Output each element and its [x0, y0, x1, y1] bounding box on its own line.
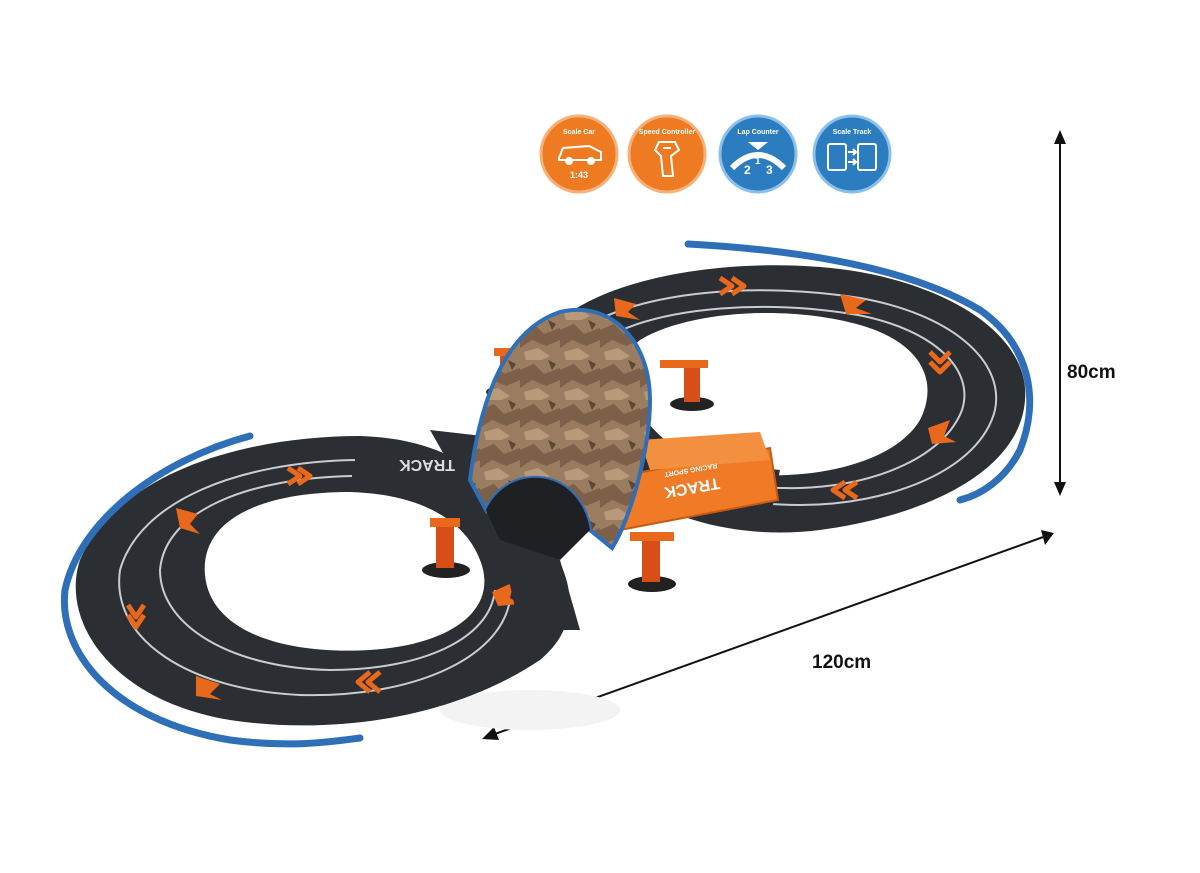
left-loop-lane-2: [158, 475, 496, 672]
lap-counter-badge: Lap Counter 2 3 1: [718, 114, 798, 194]
height-dimension-arrow: [1054, 130, 1066, 496]
cone-markers: [176, 294, 956, 700]
chevron-marker: [125, 603, 147, 630]
cone-marker: [614, 298, 640, 320]
scale-track-badge: Scale Track: [812, 114, 892, 194]
support-pillar: [422, 518, 470, 578]
lap-counter-icon: 2 3 1: [729, 142, 787, 177]
lap-counter-label: Lap Counter: [737, 129, 778, 136]
chevron-marker: [718, 275, 747, 297]
scale-car-value: 1:43: [570, 170, 588, 180]
car-icon: [558, 144, 602, 165]
chevron-marker: [928, 350, 952, 375]
feature-badges: Scale Car 1:43 Speed Controller Lap Coun…: [539, 114, 892, 194]
cone-marker: [176, 508, 200, 534]
cone-marker: [840, 294, 872, 314]
speed-controller-badge: Speed Controller: [627, 114, 707, 194]
figure-eight-track: TRACK TRACK RACING SPORT: [60, 240, 1034, 748]
controller-icon: [653, 141, 681, 177]
support-pillar: [628, 532, 676, 592]
chevron-marker: [830, 479, 859, 501]
support-pillar: [660, 360, 714, 411]
cone-marker: [928, 420, 956, 444]
svg-text:3: 3: [766, 163, 773, 177]
left-loop: [75, 436, 570, 726]
left-guard-rail: [60, 432, 364, 748]
svg-text:1: 1: [755, 156, 761, 167]
chevron-marker: [286, 465, 313, 487]
orange-bridge: TRACK RACING SPORT: [608, 432, 780, 532]
scale-car-label: Scale Car: [563, 129, 595, 136]
tunnel-exit-road: [500, 540, 580, 630]
cone-marker: [492, 582, 520, 606]
chevron-marker: [355, 670, 382, 694]
width-dimension-label: 120cm: [812, 652, 872, 673]
bridge-top: [640, 432, 770, 470]
cone-marker: [196, 676, 222, 700]
right-loop-hole: [628, 313, 928, 476]
rock-tunnel: [467, 308, 653, 630]
left-loop-lane-1: [118, 459, 511, 697]
tunnel-entrance: [486, 477, 590, 560]
chevron-markers: [125, 275, 952, 694]
scale-car-badge: Scale Car 1:43: [539, 114, 619, 194]
speed-controller-label: Speed Controller: [639, 129, 696, 136]
right-guard-rail: [684, 240, 1034, 504]
right-loop: [543, 265, 1026, 533]
left-loop-hole: [204, 492, 485, 651]
track-icon: [827, 143, 877, 171]
height-dimension-label: 80cm: [1067, 362, 1116, 383]
svg-text:2: 2: [744, 163, 751, 177]
scale-track-label: Scale Track: [833, 129, 872, 136]
table-shadow: [440, 690, 620, 730]
track-logo: TRACK: [399, 456, 455, 473]
